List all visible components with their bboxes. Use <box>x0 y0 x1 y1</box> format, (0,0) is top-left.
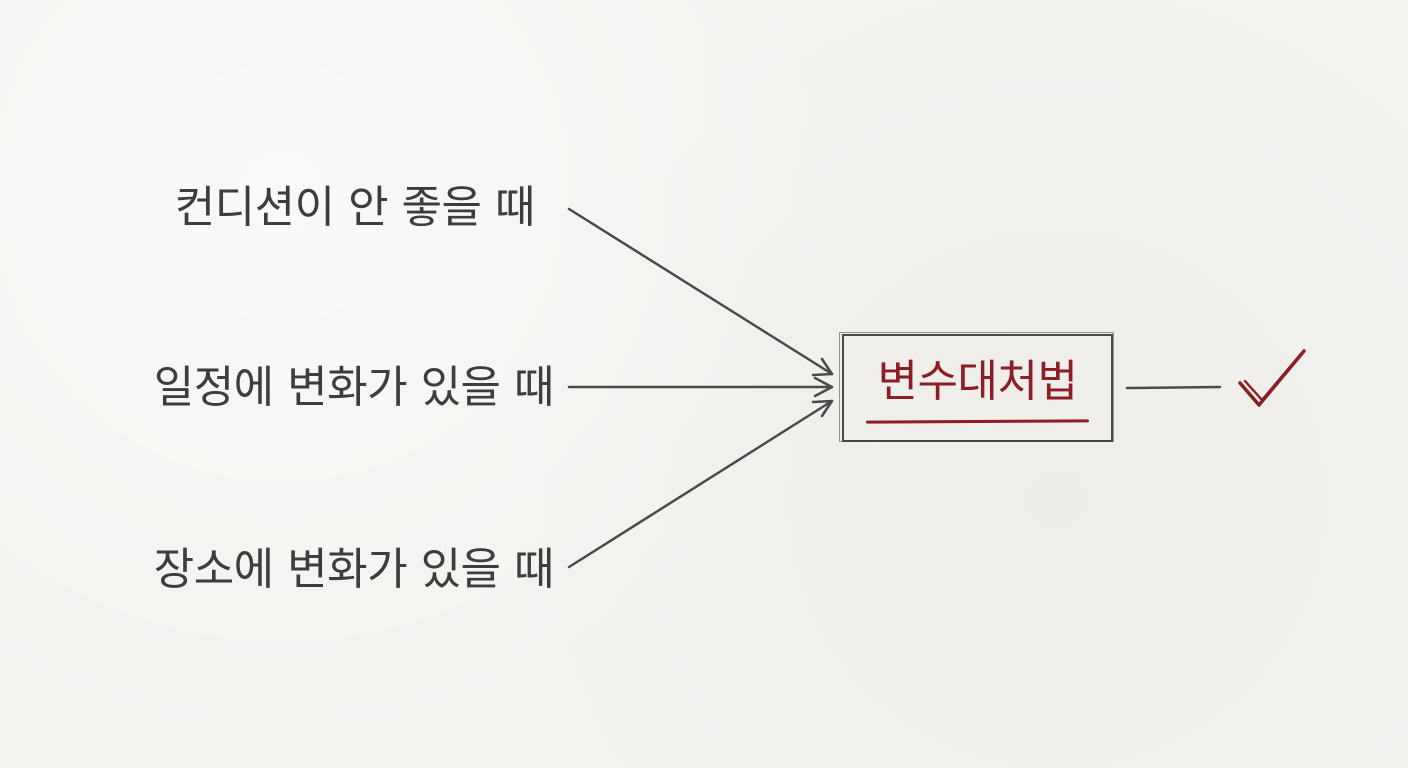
result-underline <box>865 419 1090 424</box>
checkmark-icon <box>1238 349 1306 407</box>
condition-label-3: 장소에 변화가 있을 때 <box>153 544 555 595</box>
result-box: 변수대처법 <box>839 332 1114 442</box>
condition-label-2: 일정에 변화가 있을 때 <box>153 362 555 413</box>
arrow-3 <box>567 399 834 569</box>
result-connector <box>1125 385 1222 390</box>
arrowhead-3 <box>811 399 834 418</box>
arrowhead-1 <box>811 357 834 377</box>
arrowhead-2 <box>813 376 834 398</box>
result-label: 변수대처법 <box>877 356 1078 407</box>
arrow-1 <box>567 207 834 376</box>
condition-label-1: 컨디션이 안 좋을 때 <box>174 182 536 233</box>
